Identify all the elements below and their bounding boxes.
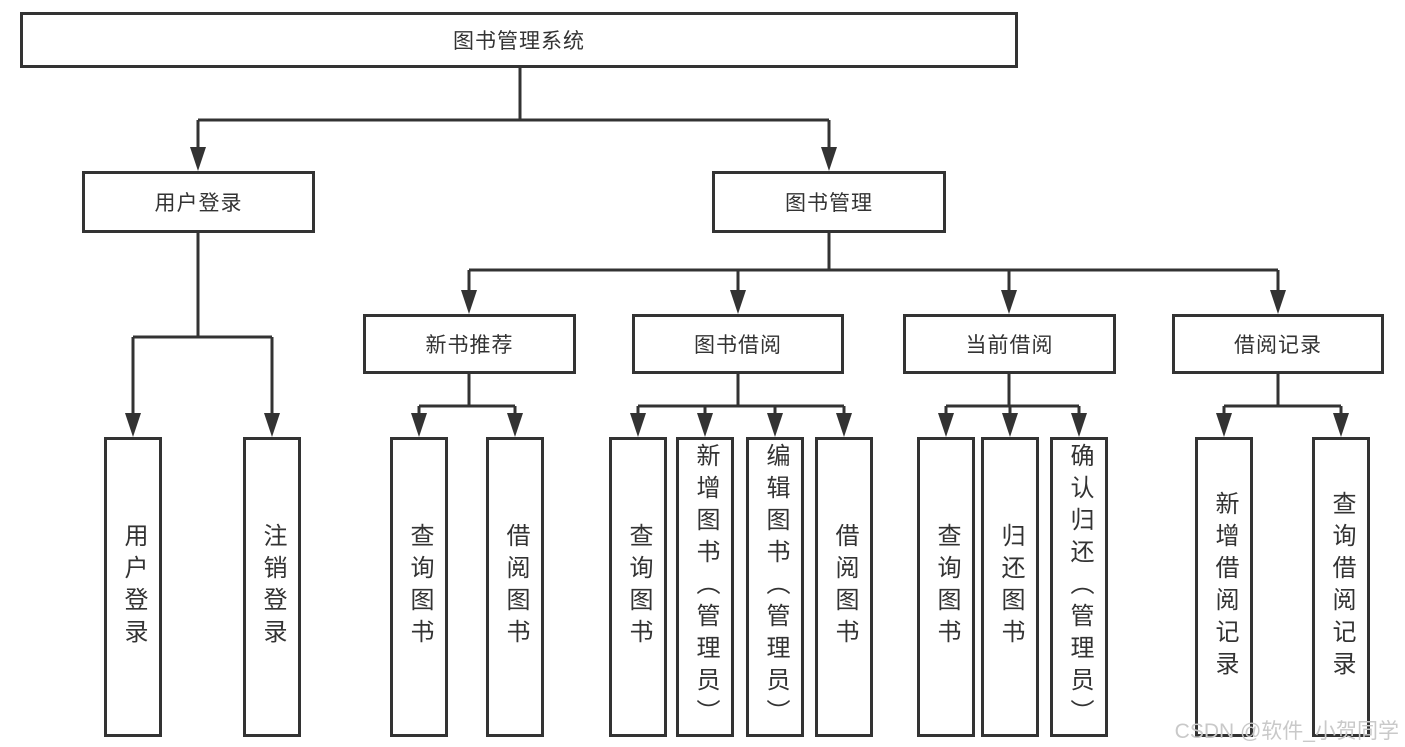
leaf-query-borrow-record: 查询借阅记录	[1312, 437, 1370, 737]
arrowhead	[836, 413, 852, 437]
node-label: 新书推荐	[425, 334, 514, 357]
connector-current-borrow-to-leaves	[944, 374, 1081, 419]
node-label: 借阅记录	[1234, 334, 1322, 357]
arrowhead	[697, 413, 713, 437]
node-new-book-recommend: 新书推荐	[363, 314, 576, 374]
arrowhead	[507, 413, 523, 437]
arrowhead	[630, 413, 646, 437]
leaf-label: 用户登录	[120, 523, 147, 651]
arrowhead	[1270, 290, 1286, 314]
arrowhead	[264, 413, 280, 437]
leaf-label: 确认归还（管理员）	[1066, 443, 1093, 731]
connector-book-management-to-level3	[467, 233, 1280, 296]
connector-user-login-to-leaves	[131, 233, 274, 419]
node-book-management: 图书管理	[712, 171, 946, 233]
arrowhead	[1002, 413, 1018, 437]
leaf-label: 新增借阅记录	[1211, 491, 1238, 683]
arrowhead	[461, 290, 477, 314]
leaf-edit-book-admin: 编辑图书（管理员）	[746, 437, 804, 737]
arrowhead	[1216, 413, 1232, 437]
connector-borrow-records-to-leaves	[1222, 374, 1343, 419]
leaf-label: 借阅图书	[502, 523, 529, 651]
node-label: 图书管理	[785, 192, 873, 215]
connector-root-to-level2	[196, 68, 831, 153]
arrowhead	[938, 413, 954, 437]
leaf-query-books-recommend: 查询图书	[390, 437, 448, 737]
leaf-add-borrow-record: 新增借阅记录	[1195, 437, 1253, 737]
node-label: 当前借阅	[965, 334, 1054, 357]
node-current-borrow: 当前借阅	[903, 314, 1116, 374]
leaf-label: 编辑图书（管理员）	[762, 443, 789, 731]
arrowhead	[411, 413, 427, 437]
leaf-query-books-borrow: 查询图书	[609, 437, 667, 737]
leaf-query-books-current: 查询图书	[917, 437, 975, 737]
arrowhead	[1333, 413, 1349, 437]
leaf-borrow-books: 借阅图书	[815, 437, 873, 737]
node-user-login: 用户登录	[82, 171, 315, 233]
node-root: 图书管理系统	[20, 12, 1018, 68]
connector-book-borrow-to-leaves	[636, 374, 846, 419]
arrowhead	[767, 413, 783, 437]
watermark: CSDN @软件_小贺同学	[1174, 720, 1399, 743]
arrowhead	[125, 413, 141, 437]
node-label: 图书管理系统	[453, 30, 585, 53]
leaf-confirm-return-admin: 确认归还（管理员）	[1050, 437, 1108, 737]
leaf-label: 借阅图书	[831, 523, 858, 651]
node-borrow-records: 借阅记录	[1172, 314, 1384, 374]
node-label: 用户登录	[154, 192, 243, 215]
leaf-label: 查询图书	[406, 523, 433, 651]
arrowhead	[1071, 413, 1087, 437]
leaf-return-book: 归还图书	[981, 437, 1039, 737]
node-label: 图书借阅	[694, 334, 782, 357]
leaf-logout: 注销登录	[243, 437, 301, 737]
connector-new-book-recommend-to-leaves	[417, 374, 517, 419]
leaf-label: 新增图书（管理员）	[692, 443, 719, 731]
leaf-label: 查询图书	[625, 523, 652, 651]
leaf-label: 注销登录	[259, 523, 286, 651]
node-book-borrow: 图书借阅	[632, 314, 844, 374]
leaf-borrow-books-recommend: 借阅图书	[486, 437, 544, 737]
leaf-add-book-admin: 新增图书（管理员）	[676, 437, 734, 737]
leaf-label: 查询借阅记录	[1328, 491, 1355, 683]
leaf-label: 查询图书	[933, 523, 960, 651]
leaf-user-login: 用户登录	[104, 437, 162, 737]
arrowhead	[190, 147, 206, 171]
arrowhead	[730, 290, 746, 314]
arrowhead	[821, 147, 837, 171]
leaf-label: 归还图书	[997, 523, 1024, 651]
arrowhead	[1001, 290, 1017, 314]
